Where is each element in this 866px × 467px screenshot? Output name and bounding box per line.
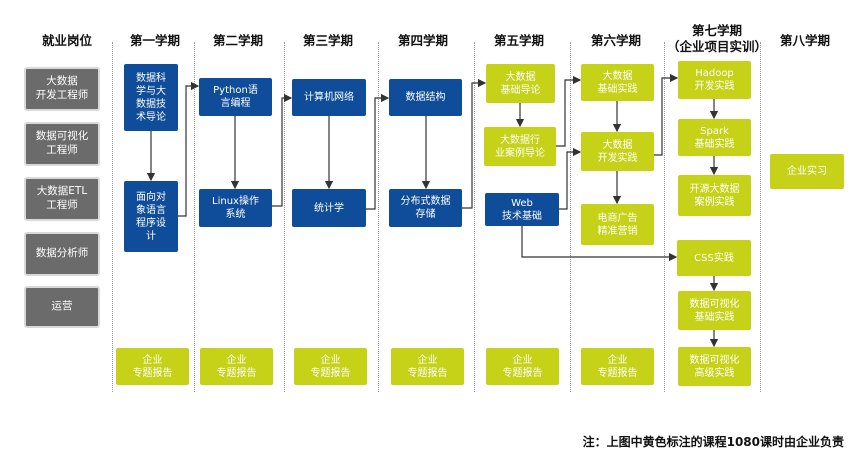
course-box: Spark 基础实践 (678, 119, 751, 156)
header-term-5: 第五学期 (493, 33, 544, 48)
header-term-3: 第三学期 (302, 33, 353, 48)
report-box: 企业 专题报告 (581, 348, 654, 385)
course-box: 统计学 (292, 189, 366, 227)
course-box: Web 技术基础 (485, 193, 559, 226)
arrow-connector (556, 75, 582, 147)
course-box: 大数据 基础实践 (581, 64, 654, 101)
course-box: Linux操作 系统 (199, 189, 272, 227)
arrow-connector (178, 81, 200, 217)
course-box: 分布式数据 存储 (389, 189, 462, 227)
course-box: 大数据 开发实践 (581, 132, 654, 171)
report-box: 企业 专题报告 (391, 348, 464, 385)
course-box: 企业实习 (770, 154, 844, 189)
position-box: 大数据ETL 工程师 (24, 177, 100, 221)
course-box: 开源大数据 案例实践 (678, 175, 751, 216)
header-term-8: 第八学期 (779, 33, 830, 48)
report-box: 企业 专题报告 (116, 348, 189, 385)
course-box: 数据可视化 基础实践 (678, 291, 751, 330)
column-divider (474, 42, 475, 392)
column-divider (570, 42, 571, 392)
course-box: 数据科 学与大 数据技 术导论 (124, 64, 178, 131)
position-box: 大数据 开发工程师 (24, 67, 100, 111)
header-term-2: 第二学期 (212, 33, 263, 48)
position-box: 数据可视化 工程师 (24, 122, 100, 166)
course-box: 大数据行 业案例导论 (484, 127, 556, 166)
footnote: 注：上图中黄色标注的课程1080课时由企业负责 (582, 435, 844, 449)
header-term-6: 第六学期 (590, 33, 641, 48)
arrow-connector (462, 78, 487, 209)
header-positions: 就业岗位 (41, 33, 92, 48)
arrow-connector (366, 93, 390, 210)
course-box: Python语 言编程 (199, 78, 272, 116)
position-box: 数据分析师 (24, 232, 100, 276)
header-term-7: 第七学期 （企业项目实训） (666, 23, 767, 54)
course-box: 大数据 基础导论 (486, 64, 555, 103)
arrow-connector (272, 93, 293, 207)
course-box: 数据结构 (389, 79, 462, 116)
arrow-connector (559, 147, 582, 210)
header-term-1: 第一学期 (129, 33, 180, 48)
header-term-4: 第四学期 (397, 33, 448, 48)
course-box: 计算机网络 (292, 79, 366, 116)
report-box: 企业 专题报告 (294, 348, 367, 385)
column-divider (378, 42, 379, 392)
report-box: 企业 专题报告 (486, 348, 559, 385)
column-divider (760, 42, 761, 392)
course-box: 数据可视化 高级实践 (678, 347, 751, 386)
course-box: 面向对 象语言 程序设 计 (124, 181, 178, 252)
arrow-connector (654, 73, 679, 156)
arrow-connector (521, 226, 678, 262)
position-box: 运营 (24, 286, 100, 328)
course-box: 电商广告 精准营销 (581, 204, 654, 245)
column-divider (112, 42, 113, 392)
column-divider (194, 42, 195, 392)
column-divider (664, 42, 665, 392)
report-box: 企业 专题报告 (200, 348, 273, 385)
course-box: CSS实践 (677, 240, 751, 276)
column-divider (284, 42, 285, 392)
course-box: Hadoop 开发实践 (678, 61, 751, 99)
